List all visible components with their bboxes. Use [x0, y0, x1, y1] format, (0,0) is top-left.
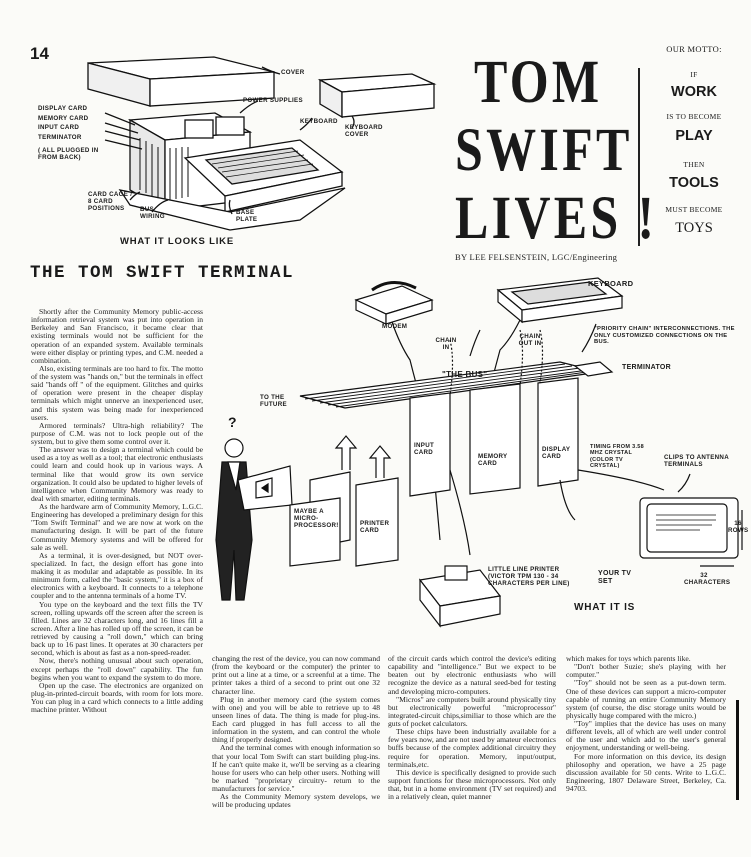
label-chars: 32 CHARACTERS: [684, 572, 731, 587]
title-line-2: SWIFT: [455, 117, 633, 184]
label-priority-chain: "PRIORITY CHAIN" INTERCONNECTIONS. THE O…: [594, 326, 735, 346]
label-power-supplies: POWER SUPPLIES: [243, 97, 303, 104]
motto-work: WORK: [671, 84, 717, 100]
motto-toys: TOYS: [675, 220, 713, 236]
paragraph: These chips have been industrially avail…: [388, 727, 556, 769]
label-modem: MODEM: [382, 323, 408, 330]
paragraph: As the Community Memory system develops,…: [212, 792, 380, 810]
motto-must-become: MUST BECOME: [665, 205, 723, 214]
label-keyboard-cover: KEYBOARD COVER: [345, 124, 383, 139]
label-keyboard-top: KEYBOARD: [300, 118, 338, 125]
label-rows: 16 ROWS: [728, 520, 749, 535]
paragraph: "Don't bother Suzie; she's playing with …: [566, 662, 726, 680]
bottom-diagram-caption: WHAT IT IS: [574, 602, 636, 613]
label-display-card-bottom: DISPLAY CARD: [542, 446, 571, 461]
label-the-bus: "THE BUS": [442, 370, 488, 379]
label-terminator: TERMINATOR: [38, 134, 82, 141]
paragraph: As a terminal, it is over-designed, but …: [31, 550, 203, 601]
paragraph: Open up the case. The electronics are or…: [31, 680, 203, 715]
label-chain-in: CHAIN IN: [435, 337, 457, 352]
label-chain-out-in: CHAIN OUT IN: [518, 333, 542, 348]
motto-then: THEN: [683, 160, 705, 169]
paragraph: Shortly after the Community Memory publi…: [31, 308, 203, 365]
motto-divider: [638, 68, 640, 246]
label-base-plate: BASE PLATE: [236, 209, 258, 224]
label-timing: TIMING FROM 3.58 MHZ CRYSTAL (COLOR TV C…: [590, 444, 644, 469]
label-input-card: INPUT CARD: [38, 124, 80, 131]
article-column-1: Shortly after the Community Memory publi…: [31, 308, 203, 856]
label-micro: MAYBE A MICRO-PROCESSOR!: [294, 508, 339, 530]
paragraph: Also, existing terminals are too hard to…: [31, 363, 203, 422]
label-line-printer: LITTLE LINE PRINTER (VICTOR TPM 130 - 34…: [488, 566, 570, 588]
label-to-the-future: TO THE FUTURE: [260, 394, 287, 409]
label-card-cage: CARD CAGE / 8 CARD POSITIONS: [88, 191, 133, 213]
paragraph: "Toy" implies that the device has uses o…: [566, 719, 726, 753]
article-column-2: changing the rest of the device, you can…: [212, 655, 380, 855]
label-keyboard-bottom: KEYBOARD: [588, 279, 634, 288]
byline: BY LEE FELSENSTEIN, LGC/Engineering: [455, 252, 618, 262]
label-input-card-bottom: INPUT CARD: [414, 442, 435, 457]
article-column-3: of the circuit cards which control the d…: [388, 655, 556, 855]
paragraph: And the terminal comes with enough infor…: [212, 743, 380, 793]
label-clips: CLIPS TO ANTENNA TERMINALS: [664, 454, 729, 469]
motto-tools: TOOLS: [669, 175, 719, 191]
motto-if: IF: [690, 70, 698, 79]
paragraph: As the hardware arm of Community Memory,…: [31, 502, 203, 552]
motto-is-to-become: IS TO BECOME: [666, 112, 722, 121]
label-memory-card: MEMORY CARD: [38, 115, 89, 122]
paragraph: Now, there's nothing unusual about such …: [31, 656, 203, 682]
page-number: 14: [30, 44, 49, 63]
paragraph: Plug in another memory card (the system …: [212, 694, 380, 745]
paragraph: "Toy" should not be seen as a put-down t…: [566, 678, 726, 720]
label-question: ?: [228, 414, 237, 430]
paragraph: "Micros" are computers built around phys…: [388, 694, 556, 728]
paragraph: changing the rest of the device, you can…: [212, 655, 380, 696]
label-display-card: DISPLAY CARD: [38, 105, 88, 112]
label-printer-card: PRINTER CARD: [360, 520, 390, 535]
top-diagram-caption: WHAT IT LOOKS LIKE: [120, 236, 234, 247]
paragraph: For more information on this device, its…: [566, 751, 726, 793]
margin-rule: [736, 700, 739, 800]
label-terminator-bottom: TERMINATOR: [622, 364, 672, 371]
paragraph: The answer was to design a terminal whic…: [31, 445, 203, 503]
label-all-plugged: ( ALL PLUGGED IN FROM BACK): [38, 147, 99, 162]
paragraph: You type on the keyboard and the text fi…: [31, 599, 203, 658]
title-line-1: TOM: [474, 49, 603, 116]
article-column-4: which makes for toys which parents like.…: [566, 655, 726, 855]
paragraph: Armored terminals? Ultra-high reliabilit…: [31, 420, 203, 446]
motto-heading: OUR MOTTO:: [666, 44, 722, 54]
headline: THE TOM SWIFT TERMINAL: [30, 263, 295, 283]
label-cover: COVER: [281, 69, 305, 76]
motto-play: PLAY: [675, 128, 713, 144]
title-line-3: LIVES !: [455, 185, 658, 252]
paragraph: This device is specifically designed to …: [388, 767, 556, 802]
paragraph: which makes for toys which parents like.: [566, 655, 691, 663]
label-tv: YOUR TV SET: [598, 570, 632, 586]
label-bus-wiring: BUS WIRING: [140, 206, 165, 221]
paragraph: of the circuit cards which control the d…: [388, 655, 556, 696]
label-memory-card-bottom: MEMORY CARD: [478, 453, 508, 468]
